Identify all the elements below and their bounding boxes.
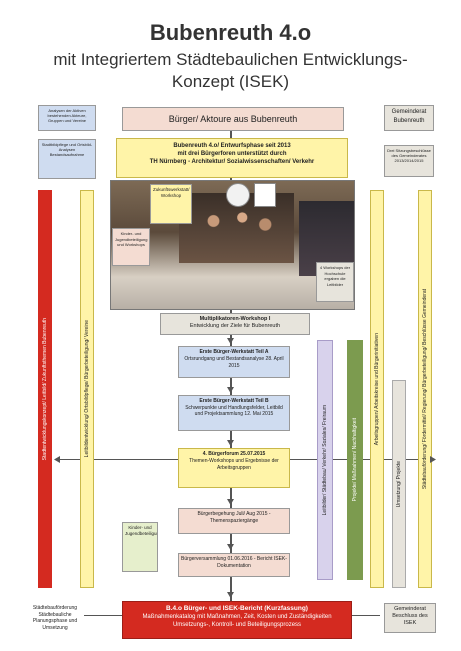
arrow-down-2	[227, 387, 234, 393]
arrow-down-4	[227, 499, 234, 505]
yellow-right-vertical-bar-1: Arbeitsgruppen/ Arbeitskreise und Bürger…	[370, 190, 384, 588]
workshop-b-box: Erste Bürger-Werkstatt Teil B Schwerpunk…	[178, 395, 290, 431]
multiplier-line2: Entwicklung der Ziele für Bubenreuth	[189, 323, 281, 329]
design-phase-box: Bubenreuth 4.o/ Entwurfsphase seit 2013 …	[116, 138, 348, 178]
report-line2: Maßnahmenkatalog mit Maßnahmen, Zeit, Ko…	[142, 614, 332, 620]
workshop-a-text: Ortsrundgang und Bestandsanalyse 28. Apr…	[184, 356, 284, 369]
arrow-left	[54, 456, 60, 463]
arrow-right	[430, 456, 436, 463]
report-line3: Umsetzungs-, Kontroll- und Beteiligungsp…	[172, 622, 302, 628]
left-top-box: Analysen der Aktiven bestehenden Akteure…	[38, 105, 96, 131]
red-vertical-bar: Stadtentwicklungskonzept/ Leitbild/ Zuku…	[38, 190, 52, 588]
workshop-b-title: Erste Bürger-Werkstatt Teil B	[199, 398, 269, 404]
design-phase-line1: Bubenreuth 4.o/ Entwurfsphase seit 2013	[173, 143, 291, 149]
children-box: Kinder- und Jugendbeteiligung	[122, 522, 158, 572]
green-vertical-bar: Projekte/ Maßnahmen/ Nachhaltigkeit	[347, 340, 363, 580]
citizens-box: Bürger/ Aktoure aus Bubenreuth	[122, 107, 344, 131]
left-second-box: Stadtbildpflege und Ortsbild-Analysen Be…	[38, 139, 96, 179]
youth-participation-box: Kinder- und Jugendbeteiligung und Worksh…	[112, 228, 150, 266]
council-dates-box: Drei Sitzungsbeschlüsse des Gemeinderate…	[384, 145, 434, 177]
design-phase-line3: TH Nürnberg - Architektur/ Sozialwissens…	[149, 159, 315, 165]
logo-badge	[226, 183, 250, 207]
design-phase-line2: mit drei Bürgerforen unterstützt durch	[177, 151, 287, 157]
arrow-down-3	[227, 440, 234, 446]
results-box: 4 Workshops der Hochschule ergaben die L…	[316, 262, 354, 302]
arrow-down-5	[227, 544, 234, 550]
arrow-down-1	[227, 338, 234, 344]
forum-4-title: 4. Bürgerforum 25.07.2015	[202, 451, 266, 457]
council-box: Gemeinderat Bubenreuth	[384, 105, 434, 131]
workshop-a-title: Erste Bürger-Werkstatt Teil A	[199, 349, 269, 355]
photo-collage	[110, 180, 355, 310]
page-subtitle-line1: mit Integriertem Städtebaulichen Entwick…	[53, 50, 408, 69]
gray-right-vertical-bar: Umsetzung/ Projekte	[392, 380, 406, 588]
workshop-a-box: Erste Bürger-Werkstatt Teil A Ortsrundga…	[178, 346, 290, 378]
report-title: B.4.o Bürger- und ISEK-Bericht (Kurzfass…	[166, 605, 308, 612]
urban-funding-box: Städtebauförderung Städtebauliche Planun…	[26, 603, 84, 633]
yellow-right-vertical-bar-2: Städtebauförderung/ Fördermittel/ Regier…	[418, 190, 432, 588]
crest-badge	[254, 183, 276, 207]
workshop-box: Zukunftswerkstatt/ Workshop	[150, 184, 192, 224]
report-box: B.4.o Bürger- und ISEK-Bericht (Kurzfass…	[122, 601, 352, 639]
page-title: Bubenreuth 4.o	[149, 20, 312, 45]
multiplier-line1: Multiplikatoren-Workshop I	[199, 316, 271, 322]
yellow-left-vertical-bar: Leitbildentwicklung/ Ortsbildpflege/ Bür…	[80, 190, 94, 588]
site-visit-box: Bürgerbegehung Juli/ Aug 2015 - Themensp…	[178, 508, 290, 534]
lilac-vertical-bar: Leitbilder/ Städtebau/ Verkehr/ Soziales…	[317, 340, 333, 580]
page-subtitle-line2: Konzept (ISEK)	[171, 72, 290, 91]
assembly-box: Bürgerversammlung 01.06.2016 - Bericht I…	[178, 553, 290, 577]
workshop-b-text: Schwerpunkte und Handlungsfelder, Leitbi…	[185, 404, 283, 418]
arrow-down-6	[227, 592, 234, 598]
multiplier-workshop-box: Multiplikatoren-Workshop I Entwicklung d…	[160, 313, 310, 335]
forum-4-box: 4. Bürgerforum 25.07.2015 Themen-Worksho…	[178, 448, 290, 488]
council-decision-box: Gemeinderat Beschluss des ISEK	[384, 603, 436, 633]
forum-4-text: Themen-Workshops und Ergebnisse der Arbe…	[189, 458, 279, 471]
